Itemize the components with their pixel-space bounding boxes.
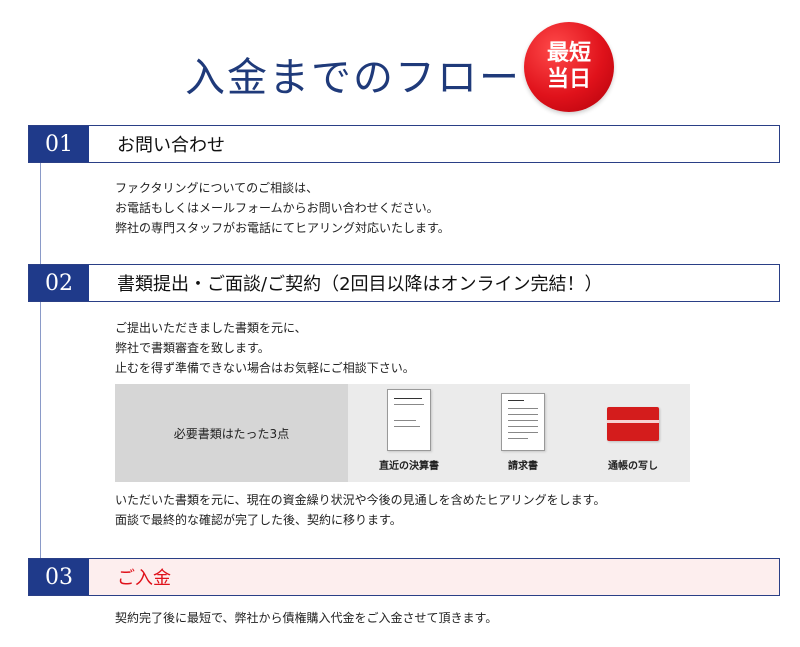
header: 入金までのフロー 最短 当日: [0, 0, 800, 120]
desc-line: いただいた書類を元に、現在の資金繰り状況や今後の見通しを含めたヒアリングをします…: [115, 493, 606, 507]
badge-line-1: 最短: [546, 41, 591, 66]
desc-line: ご提出いただきました書類を元に、: [115, 321, 307, 335]
document-invoice: 請求書: [501, 393, 545, 472]
page-title: 入金までのフロー: [185, 55, 521, 101]
step-title: お問い合わせ: [117, 135, 225, 156]
desc-line: 弊社で書類審査を致します。: [115, 341, 270, 355]
step-header-02: 02 書類提出・ご面談/ご契約（2回目以降はオンライン完結！）: [28, 264, 780, 302]
step-description-02: ご提出いただきました書類を元に、 弊社で書類審査を致します。 止むを得ず準備でき…: [115, 318, 415, 378]
desc-line: 弊社の専門スタッフがお電話にてヒアリング対応いたします。: [115, 221, 450, 235]
document-label: 直近の決算書: [379, 461, 439, 472]
document-financial-statement: 直近の決算書: [379, 389, 439, 472]
document-passbook: 通帳の写し: [607, 407, 659, 472]
step-header-01: 01 お問い合わせ: [28, 125, 780, 163]
timeline-line: [40, 146, 41, 594]
step-description-03: 契約完了後に最短で、弊社から債権購入代金をご入金させて頂きます。: [115, 608, 497, 628]
required-documents-list: 直近の決算書 請求書 通帳の写し: [348, 384, 690, 482]
badge-line-2: 当日: [546, 67, 591, 92]
financial-statement-icon: [387, 389, 431, 451]
required-documents-box: 必要書類はたった3点 直近の決算書 請求書: [115, 384, 690, 482]
step-number: 01: [29, 126, 89, 162]
desc-line: 止むを得ず準備できない場合はお気軽にご相談下さい。: [115, 361, 415, 375]
step-number: 02: [29, 265, 89, 301]
step-number: 03: [29, 559, 89, 595]
desc-line: 面談で最終的な確認が完了した後、契約に移ります。: [115, 513, 402, 527]
step-title: ご入金: [117, 568, 171, 589]
passbook-icon: [607, 407, 659, 441]
required-documents-heading: 必要書類はたった3点: [115, 384, 348, 482]
desc-line: お電話もしくはメールフォームからお問い合わせください。: [115, 201, 439, 215]
step-title: 書類提出・ご面談/ご契約（2回目以降はオンライン完結！）: [117, 274, 603, 295]
document-label: 通帳の写し: [608, 461, 658, 472]
desc-line: 契約完了後に最短で、弊社から債権購入代金をご入金させて頂きます。: [115, 611, 498, 625]
invoice-icon: [501, 393, 545, 451]
step-description-01: ファクタリングについてのご相談は、 お電話もしくはメールフォームからお問い合わせ…: [115, 178, 450, 238]
step-header-03: 03 ご入金: [28, 558, 780, 596]
step-description-02-after: いただいた書類を元に、現在の資金繰り状況や今後の見通しを含めたヒアリングをします…: [115, 490, 605, 530]
document-label: 請求書: [508, 461, 538, 472]
desc-line: ファクタリングについてのご相談は、: [115, 181, 319, 195]
shortest-same-day-badge: 最短 当日: [524, 22, 614, 112]
